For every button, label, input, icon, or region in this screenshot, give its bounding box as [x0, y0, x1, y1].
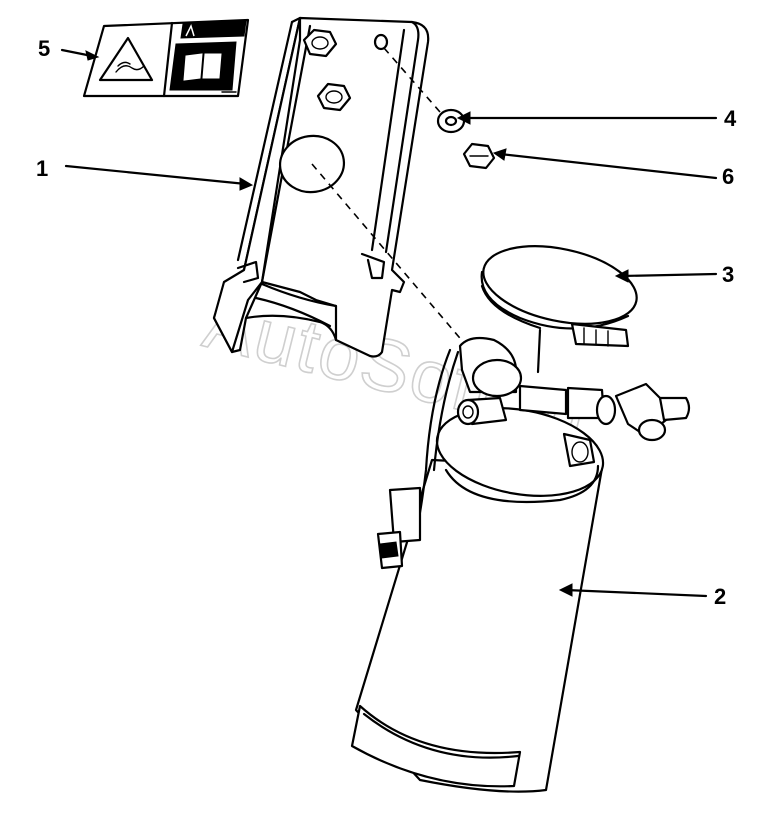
leader-6 — [498, 152, 718, 180]
callout-5: 5 — [38, 36, 50, 61]
hex-nut — [462, 142, 496, 170]
washer — [436, 108, 466, 134]
leader-1 — [64, 164, 248, 186]
manual-book-icon — [169, 41, 237, 91]
bracket-small-hole — [373, 33, 389, 51]
receiver-drier-cylinder — [350, 348, 605, 793]
callout-1: 1 — [36, 156, 48, 181]
warning-decal — [82, 18, 250, 98]
leader-3 — [620, 272, 718, 278]
assembly-line-washer — [383, 47, 441, 113]
callout-4: 4 — [724, 106, 737, 131]
clamp-band — [480, 245, 638, 374]
callout-3: 3 — [722, 262, 734, 287]
outlet-fitting — [562, 382, 691, 468]
warning-triangle-icon — [98, 36, 154, 82]
bracket-nut-upper — [302, 28, 338, 58]
assembly-line-center — [311, 163, 471, 351]
callout-6: 6 — [722, 164, 734, 189]
bracket-nut-lower — [316, 82, 352, 112]
inlet-fitting — [456, 336, 617, 426]
leader-2 — [564, 588, 708, 598]
callout-2: 2 — [714, 584, 726, 609]
